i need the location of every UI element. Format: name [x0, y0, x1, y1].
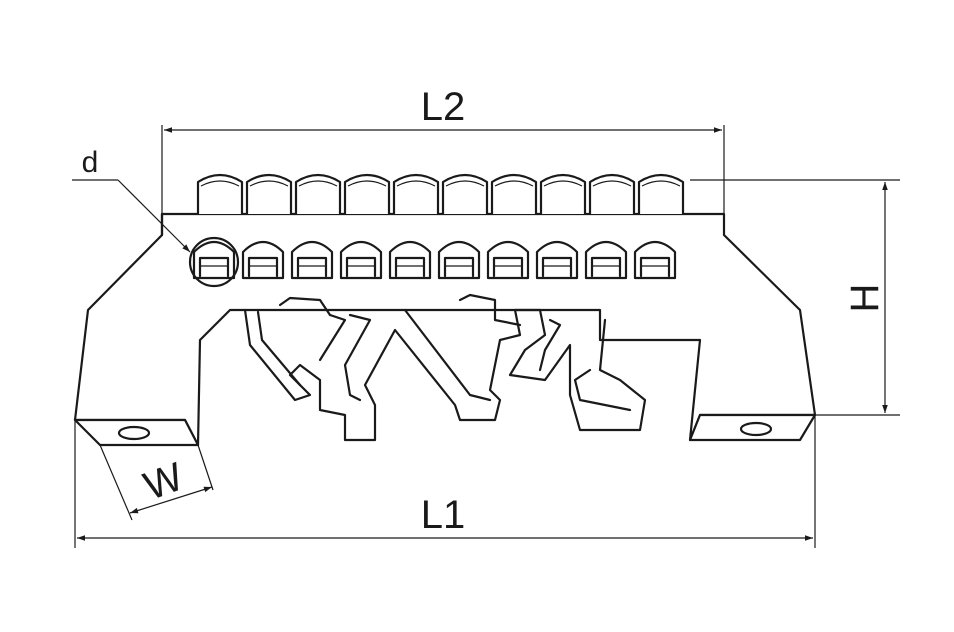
terminal-screw-tip	[590, 256, 622, 278]
terminal-hole	[290, 240, 334, 280]
screw-head	[490, 173, 538, 214]
dimension-L2: L2	[161, 85, 725, 214]
dimension-H: H	[690, 179, 900, 416]
terminal-screw-tip	[541, 256, 573, 278]
terminal-hole	[437, 240, 481, 280]
terminal-hole	[192, 240, 236, 280]
screw-head	[539, 173, 587, 214]
terminal-screw-tip	[639, 256, 671, 278]
terminal-hole	[486, 240, 530, 280]
label-W: W	[138, 455, 189, 509]
busbar-body	[73, 212, 817, 447]
terminal-hole	[241, 240, 285, 280]
terminal-hole	[584, 240, 628, 280]
right-mounting-hole	[739, 421, 773, 437]
screw-head-ridge	[592, 180, 632, 187]
screw-head-ridge	[445, 180, 485, 187]
label-L2: L2	[421, 85, 466, 129]
screw-head	[441, 173, 489, 214]
screw-head-ridge	[298, 180, 338, 187]
terminal-screw-tip	[492, 256, 524, 278]
terminal-screw-tip	[296, 256, 328, 278]
terminal-hole	[535, 240, 579, 280]
screw-head-ridge	[396, 180, 436, 187]
terminal-screw-tip	[345, 256, 377, 278]
terminal-screw-tip	[198, 256, 230, 278]
screw-head-ridge	[543, 180, 583, 187]
screw-head-ridge	[494, 180, 534, 187]
din-clip	[243, 293, 647, 442]
left-mounting-foot	[73, 418, 200, 447]
terminal-hole	[633, 240, 677, 280]
terminal-screw-tip	[443, 256, 475, 278]
screw-head	[343, 173, 391, 214]
screw-head	[392, 173, 440, 214]
dimension-L1: L1	[74, 415, 816, 548]
label-L1: L1	[421, 493, 466, 537]
hole-detail-circle	[188, 236, 240, 288]
terminal-hole-row	[192, 240, 677, 280]
dimension-d: d	[72, 146, 191, 253]
screw-head	[196, 173, 244, 214]
screw-row	[196, 173, 685, 214]
terminal-screw-tip	[247, 256, 279, 278]
screw-head	[245, 173, 293, 214]
dimension-W: W	[99, 444, 214, 521]
terminal-hole	[388, 240, 432, 280]
screw-head	[294, 173, 342, 214]
screw-head-ridge	[641, 180, 681, 187]
terminal-hole	[339, 240, 383, 280]
screw-head	[588, 173, 636, 214]
screw-head	[637, 173, 685, 214]
screw-head-ridge	[347, 180, 387, 187]
terminal-screw-tip	[394, 256, 426, 278]
screw-head-ridge	[249, 180, 289, 187]
right-mounting-foot	[688, 413, 817, 442]
label-H: H	[843, 284, 887, 313]
label-d: d	[82, 146, 99, 179]
left-mounting-hole	[117, 425, 151, 441]
screw-head-ridge	[200, 180, 240, 187]
